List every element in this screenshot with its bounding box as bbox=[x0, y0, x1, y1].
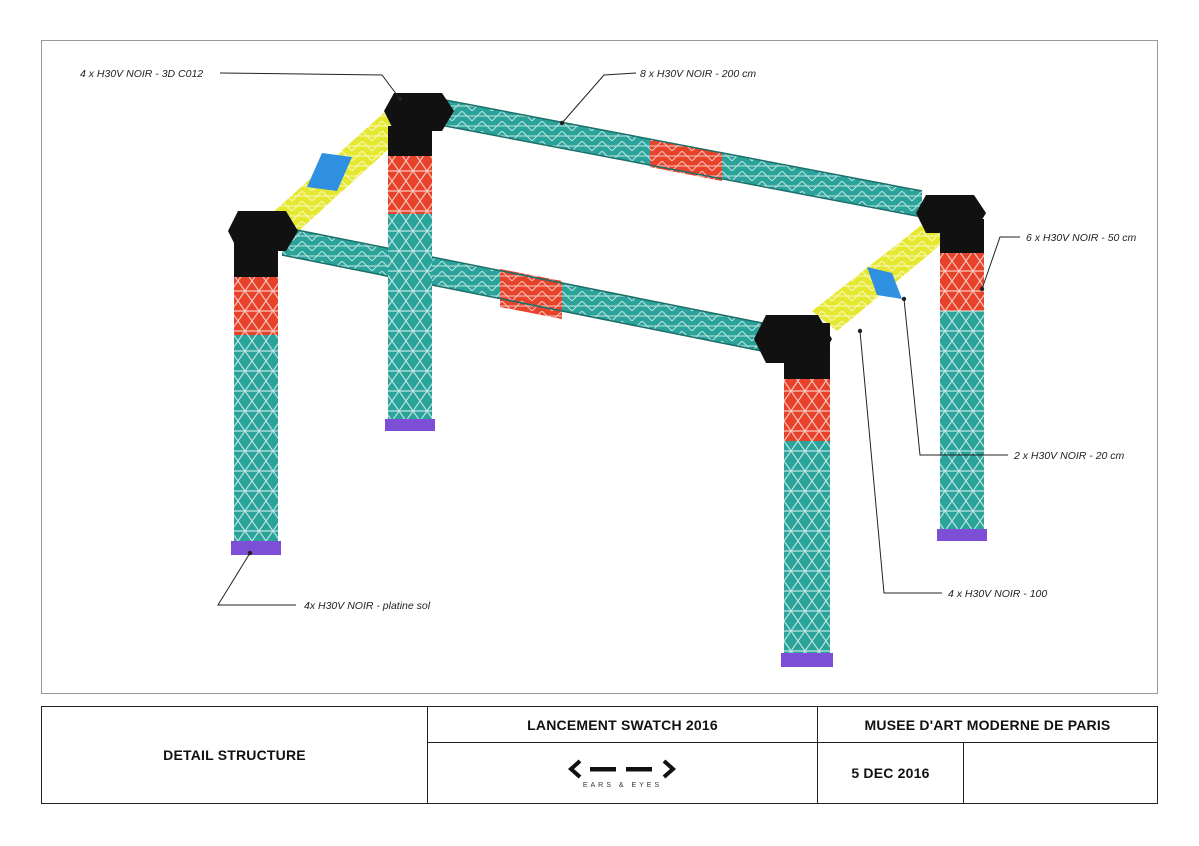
front-beam bbox=[281, 226, 773, 354]
corner-blocks bbox=[228, 93, 986, 363]
ears-eyes-logo: EARS & EYES bbox=[428, 743, 817, 803]
leg-front-right bbox=[781, 323, 833, 667]
logo-text: EARS & EYES bbox=[582, 781, 663, 789]
leader-truss-100 bbox=[859, 330, 942, 594]
venue-title: MUSEE D'ART MODERNE DE PARIS bbox=[864, 716, 1111, 733]
right-side-beam bbox=[812, 209, 962, 331]
truss-structure-drawing: 4 x H30V NOIR - 3D C012 8 x H30V NOIR - … bbox=[80, 68, 1137, 667]
corner-block bbox=[916, 195, 986, 233]
callout-truss-20: 2 x H30V NOIR - 20 cm bbox=[1013, 450, 1125, 462]
leader-truss-20 bbox=[903, 298, 1008, 456]
logo-arrows-icon bbox=[567, 759, 676, 778]
leader-base-plate bbox=[217, 552, 296, 606]
right-beam-truss-20-blue bbox=[867, 267, 902, 299]
base-plate bbox=[781, 653, 833, 667]
callout-truss-100: 4 x H30V NOIR - 100 bbox=[948, 588, 1047, 600]
callout-corner: 4 x H30V NOIR - 3D C012 bbox=[80, 68, 203, 80]
date-field: 5 DEC 2016 bbox=[851, 765, 930, 781]
callout-truss-50: 6 x H30V NOIR - 50 cm bbox=[1026, 232, 1137, 244]
drawing-frame: 4 x H30V NOIR - 3D C012 8 x H30V NOIR - … bbox=[41, 40, 1158, 694]
corner-block bbox=[384, 93, 454, 131]
project-title: LANCEMENT SWATCH 2016 bbox=[527, 716, 718, 733]
back-beam bbox=[439, 98, 923, 218]
base-plate bbox=[385, 419, 435, 431]
section-title: DETAIL STRUCTURE bbox=[163, 747, 306, 763]
base-plate bbox=[937, 529, 987, 541]
title-block: DETAIL STRUCTURE LANCEMENT SWATCH 2016 M… bbox=[41, 706, 1158, 804]
base-plate bbox=[231, 541, 281, 555]
corner-block bbox=[228, 211, 298, 251]
corner-block bbox=[754, 315, 832, 363]
leg-back-right bbox=[937, 219, 987, 541]
callout-long-truss: 8 x H30V NOIR - 200 cm bbox=[640, 68, 756, 80]
leader-truss-50 bbox=[981, 236, 1020, 290]
callout-base-plate: 4x H30V NOIR - platine sol bbox=[304, 600, 431, 612]
leg-front-left bbox=[231, 241, 281, 555]
leader-corner bbox=[219, 72, 401, 100]
empty-field bbox=[964, 743, 1157, 803]
leg-back-left bbox=[385, 126, 435, 431]
leader-long-truss bbox=[561, 72, 637, 124]
left-beam-truss-20-blue bbox=[307, 153, 352, 191]
